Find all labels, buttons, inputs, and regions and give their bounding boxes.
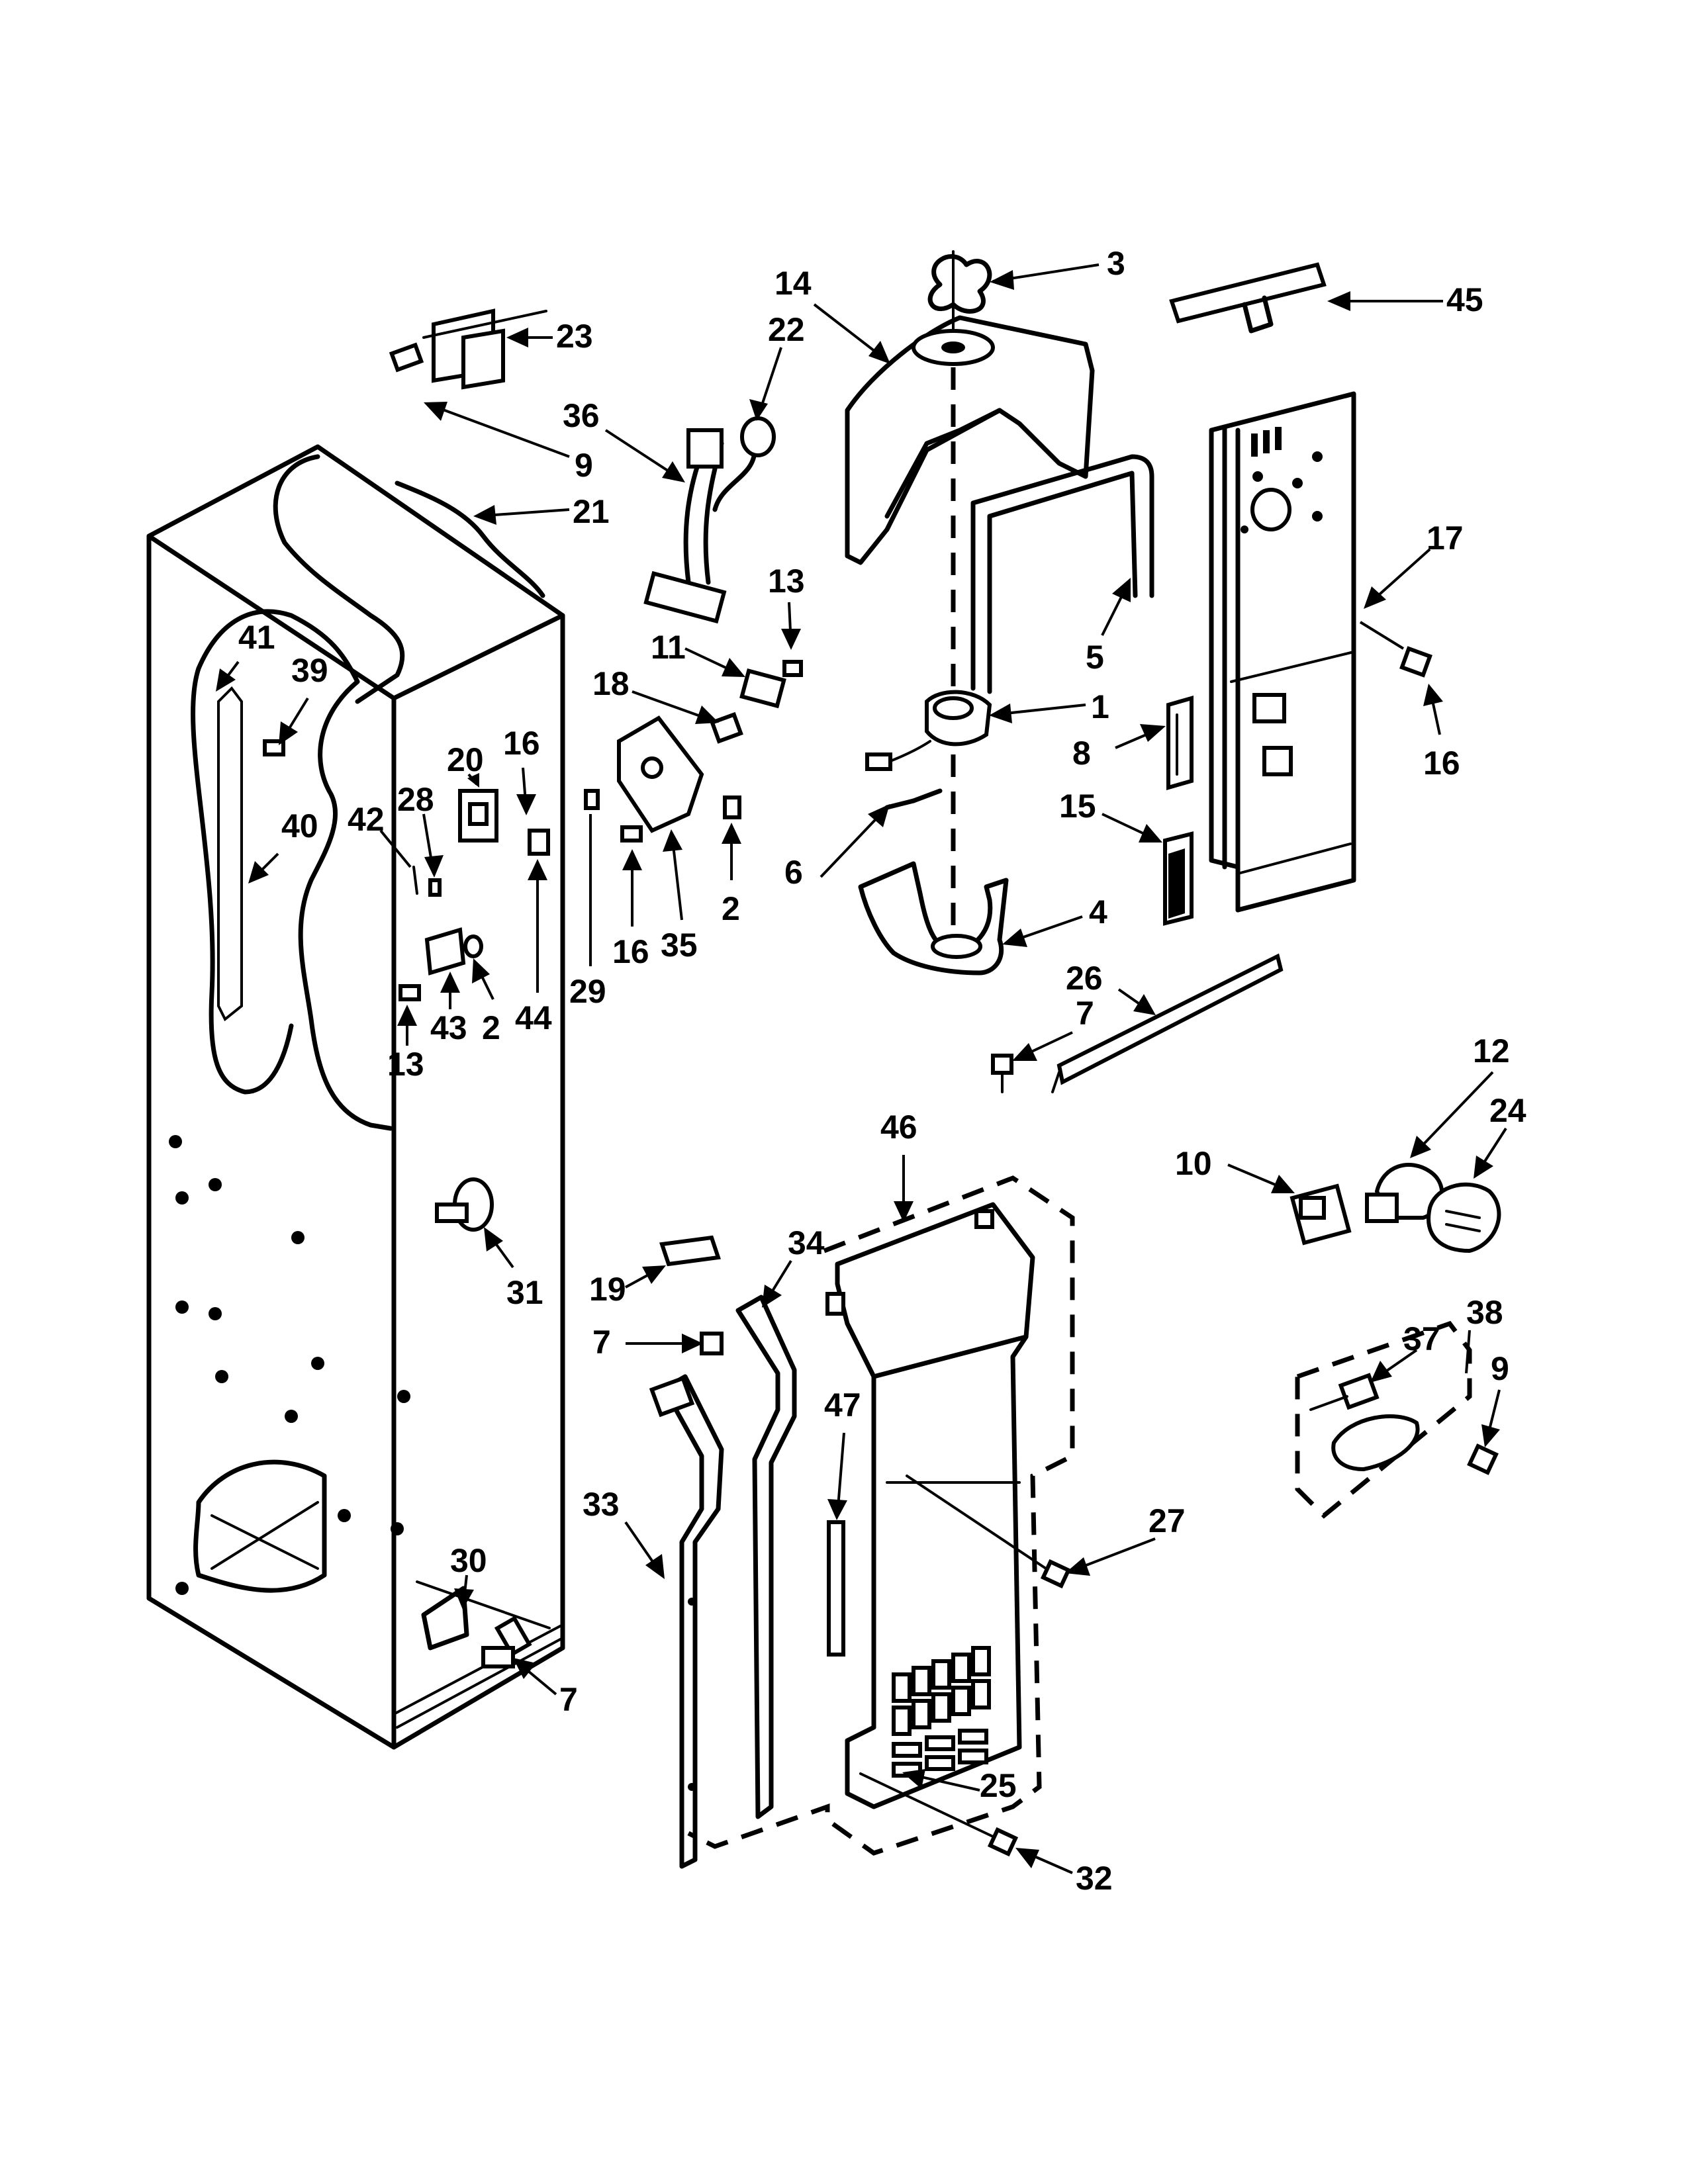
callout-12: 12: [1473, 1032, 1510, 1069]
screw-9-top: [389, 342, 424, 373]
switch-housing-11: [739, 660, 803, 709]
callout-36: 36: [563, 397, 600, 434]
light-assembly-38: [1295, 1320, 1499, 1519]
callout-24: 24: [1489, 1092, 1526, 1129]
leader-lines: [216, 263, 1507, 1874]
callout-9: 9: [575, 447, 593, 484]
callout-14: 14: [774, 265, 812, 302]
duct-46: [687, 1175, 1075, 1856]
callout-5: 5: [1086, 639, 1104, 676]
vents: [892, 1646, 991, 1778]
callout-22: 22: [768, 311, 805, 348]
callout-35: 35: [661, 927, 698, 964]
gasket-5: [970, 454, 1154, 694]
callout-40: 40: [281, 807, 318, 844]
callouts: 1 2 2 3 4 5 6 7 7 7 8 9 9 10 11 12 13 13…: [238, 245, 1526, 1897]
lens-24: [1427, 1182, 1501, 1253]
fan-shroud: [845, 250, 1095, 565]
callout-16: 16: [612, 933, 649, 970]
callout-18: 18: [592, 665, 630, 702]
motor-bracket-4: [858, 861, 1009, 976]
deflector-26: [1051, 953, 1284, 1093]
callout-13: 13: [387, 1046, 424, 1083]
callout-2: 2: [482, 1009, 500, 1046]
screw-7-right: [991, 1054, 1013, 1093]
callout-30: 30: [450, 1542, 487, 1579]
cover-45: [1169, 262, 1327, 334]
callout-6: 6: [784, 854, 803, 891]
label-19: [659, 1235, 721, 1267]
socket-10: [1289, 1183, 1352, 1246]
strip-34: [735, 1295, 797, 1819]
callout-7: 7: [1076, 995, 1094, 1032]
callout-27: 27: [1149, 1502, 1186, 1539]
fan-motor: [865, 367, 992, 927]
callout-9: 9: [1491, 1350, 1509, 1387]
callout-37: 37: [1403, 1320, 1440, 1357]
callout-32: 32: [1076, 1860, 1113, 1897]
callout-46: 46: [880, 1109, 917, 1146]
callout-29: 29: [569, 973, 606, 1010]
callout-43: 43: [430, 1009, 467, 1046]
fitting-31: [435, 1177, 494, 1232]
control-bracket-35: [584, 711, 743, 833]
callout-2: 2: [722, 890, 740, 927]
callout-47: 47: [824, 1387, 861, 1424]
callout-23: 23: [556, 318, 593, 355]
callout-8: 8: [1072, 735, 1091, 772]
callout-16: 16: [1423, 745, 1460, 782]
callout-4: 4: [1089, 893, 1107, 931]
bulb-12: [1365, 1163, 1444, 1223]
callout-31: 31: [506, 1274, 543, 1311]
callout-45: 45: [1446, 281, 1483, 318]
callout-13: 13: [768, 563, 805, 600]
callout-33: 33: [583, 1486, 620, 1523]
callout-38: 38: [1466, 1294, 1503, 1331]
bracket-23: [422, 308, 547, 390]
callout-26: 26: [1066, 960, 1103, 997]
screw-27: [906, 1475, 1072, 1589]
rear-panel: [1209, 391, 1356, 913]
screw-32: [859, 1772, 1019, 1857]
clip-30: [416, 1580, 551, 1668]
callout-3: 3: [1107, 245, 1125, 282]
bracket-15: [1163, 831, 1194, 926]
callout-17: 17: [1427, 520, 1464, 557]
callout-20: 20: [447, 741, 484, 778]
callout-44: 44: [515, 999, 552, 1036]
small-screws: [263, 739, 643, 1001]
bracket-8: [1166, 696, 1194, 790]
callout-10: 10: [1175, 1145, 1212, 1182]
callout-39: 39: [291, 652, 328, 689]
callout-41: 41: [238, 619, 275, 656]
wire-harness: [643, 416, 776, 624]
cabinet-liner: [146, 444, 565, 1750]
callout-42: 42: [348, 801, 385, 838]
callout-1: 1: [1091, 688, 1109, 725]
callout-28: 28: [397, 781, 434, 818]
callout-15: 15: [1059, 788, 1096, 825]
switch-20: [458, 789, 550, 856]
strip-33: [649, 1374, 724, 1869]
callout-34: 34: [788, 1224, 825, 1261]
callout-11: 11: [651, 629, 686, 666]
callout-19: 19: [589, 1271, 626, 1308]
callout-16: 16: [503, 725, 540, 762]
callout-7: 7: [559, 1681, 578, 1718]
switch-bracket-43: [412, 866, 483, 976]
callout-7: 7: [592, 1324, 611, 1361]
screw-7-duct: [700, 1332, 724, 1355]
callout-21: 21: [573, 493, 610, 530]
screw-16-right: [1399, 646, 1432, 678]
callout-25: 25: [980, 1767, 1017, 1804]
